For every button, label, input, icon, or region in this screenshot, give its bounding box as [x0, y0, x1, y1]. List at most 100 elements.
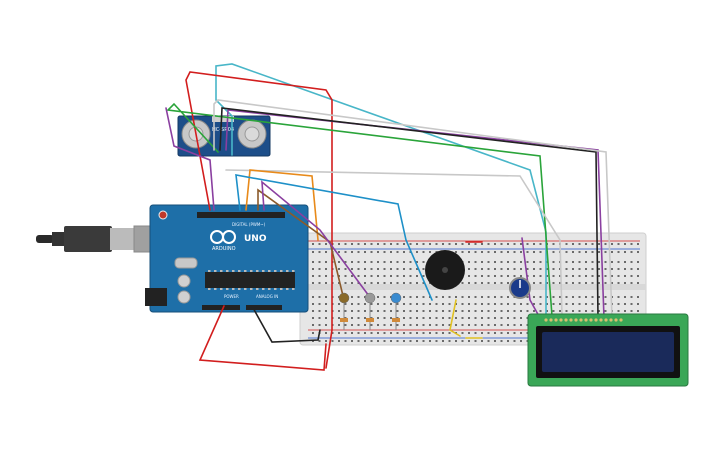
wire-purple-led[interactable]	[261, 180, 373, 301]
breadboard-hole	[312, 324, 314, 326]
breadboard-hole	[312, 251, 314, 253]
breadboard-hole	[422, 296, 425, 298]
breadboard-hole	[409, 296, 412, 298]
breadboard-hole	[396, 251, 399, 253]
breadboard-hole	[507, 332, 509, 334]
usb-cable[interactable]	[36, 225, 167, 253]
breadboard-hole	[344, 324, 347, 326]
breadboard-hole	[383, 268, 386, 270]
breadboard-hole	[630, 268, 633, 270]
wire-blue[interactable]	[235, 174, 433, 301]
breadboard-hole	[468, 275, 470, 277]
piezo-buzzer[interactable]	[425, 250, 465, 290]
wire-orange[interactable]	[245, 169, 319, 241]
breadboard-hole	[403, 310, 405, 312]
breadboard-hole	[624, 251, 626, 253]
breadboard-hole	[637, 243, 639, 245]
breadboard-hole	[474, 261, 477, 263]
breadboard-hole	[585, 261, 587, 263]
breadboard-hole	[448, 324, 451, 326]
breadboard-hole	[442, 243, 444, 245]
breadboard-hole	[500, 332, 503, 334]
breadboard-hole	[409, 261, 412, 263]
breadboard-hole	[396, 303, 399, 305]
breadboard-hole	[474, 317, 477, 319]
chip-pin	[208, 270, 211, 272]
breadboard-hole	[344, 251, 347, 253]
breadboard-hole	[442, 340, 444, 342]
breadboard-hole	[396, 282, 399, 284]
breadboard-hole	[338, 310, 340, 312]
wire-white[interactable]	[213, 99, 613, 319]
breadboard-hole	[338, 340, 340, 342]
arduino-uno[interactable]: DIGITAL (PWM~) ARDUINO UNO POWER ANALOG …	[36, 204, 309, 313]
wire-red-bottom[interactable]	[198, 305, 327, 371]
breadboard-hole	[591, 310, 594, 312]
breadboard-hole	[539, 261, 542, 263]
led-3[interactable]	[390, 292, 402, 330]
breadboard-hole	[468, 332, 470, 334]
led-2[interactable]	[364, 292, 376, 330]
breadboard-hole	[513, 317, 516, 319]
breadboard-hole	[585, 296, 587, 298]
breadboard-hole	[507, 275, 509, 277]
breadboard-hole	[357, 303, 360, 305]
breadboard-hole	[598, 268, 600, 270]
breadboard-hole	[455, 243, 457, 245]
breadboard-hole	[377, 282, 379, 284]
wire-white-2[interactable]	[225, 169, 563, 317]
breadboard-hole	[422, 268, 425, 270]
breadboard-hole	[377, 296, 379, 298]
wire-cyan[interactable]	[215, 63, 547, 319]
breadboard-hole	[598, 261, 600, 263]
breadboard-hole	[468, 296, 470, 298]
breadboard-hole	[383, 296, 386, 298]
lcd-pin	[564, 318, 568, 322]
breadboard-hole	[520, 340, 522, 342]
wire-purple-2[interactable]	[165, 107, 215, 211]
breadboard-hole	[383, 317, 386, 319]
breadboard-hole	[416, 275, 418, 277]
breadboard-hole	[383, 324, 386, 326]
breadboard-hole	[461, 332, 464, 334]
breadboard-hole	[422, 303, 425, 305]
breadboard-hole	[572, 251, 574, 253]
breadboard-hole	[520, 332, 522, 334]
lcd-pin	[579, 318, 583, 322]
breadboard-hole	[351, 303, 353, 305]
wire-black-top[interactable]	[219, 107, 599, 319]
ultrasonic-sensor[interactable]: HC-SR04	[177, 115, 271, 157]
wire-red-top[interactable]	[185, 71, 333, 369]
breadboard-hole	[442, 317, 444, 319]
breadboard-hole	[494, 275, 496, 277]
breadboard-hole	[507, 340, 509, 342]
breadboard-hole	[539, 303, 542, 305]
breadboard-hole	[591, 268, 594, 270]
breadboard-hole	[338, 268, 340, 270]
wire-green[interactable]	[166, 102, 553, 317]
potentiometer[interactable]	[509, 277, 531, 299]
breadboard-hole	[624, 261, 626, 263]
breadboard-hole	[526, 268, 529, 270]
breadboard-hole	[312, 310, 314, 312]
breadboard-hole	[435, 243, 438, 245]
breadboard-hole	[325, 243, 327, 245]
breadboard-hole	[624, 282, 626, 284]
breadboard-hole	[357, 268, 360, 270]
breadboard-hole	[572, 310, 574, 312]
breadboard-hole	[429, 340, 431, 342]
lcd-display[interactable]	[527, 313, 689, 387]
wire-brown[interactable]	[257, 188, 345, 301]
breadboard-hole	[611, 282, 613, 284]
breadboard-hole	[487, 310, 490, 312]
led-1[interactable]	[338, 292, 350, 330]
breadboard-hole	[565, 243, 568, 245]
breadboard-hole	[604, 282, 607, 284]
wire-black-bottom[interactable]	[251, 305, 321, 343]
wire-yellow[interactable]	[449, 299, 461, 337]
breadboard-hole	[481, 317, 483, 319]
breadboard-hole	[637, 303, 639, 305]
wire-purple-lcd[interactable]	[521, 237, 541, 319]
